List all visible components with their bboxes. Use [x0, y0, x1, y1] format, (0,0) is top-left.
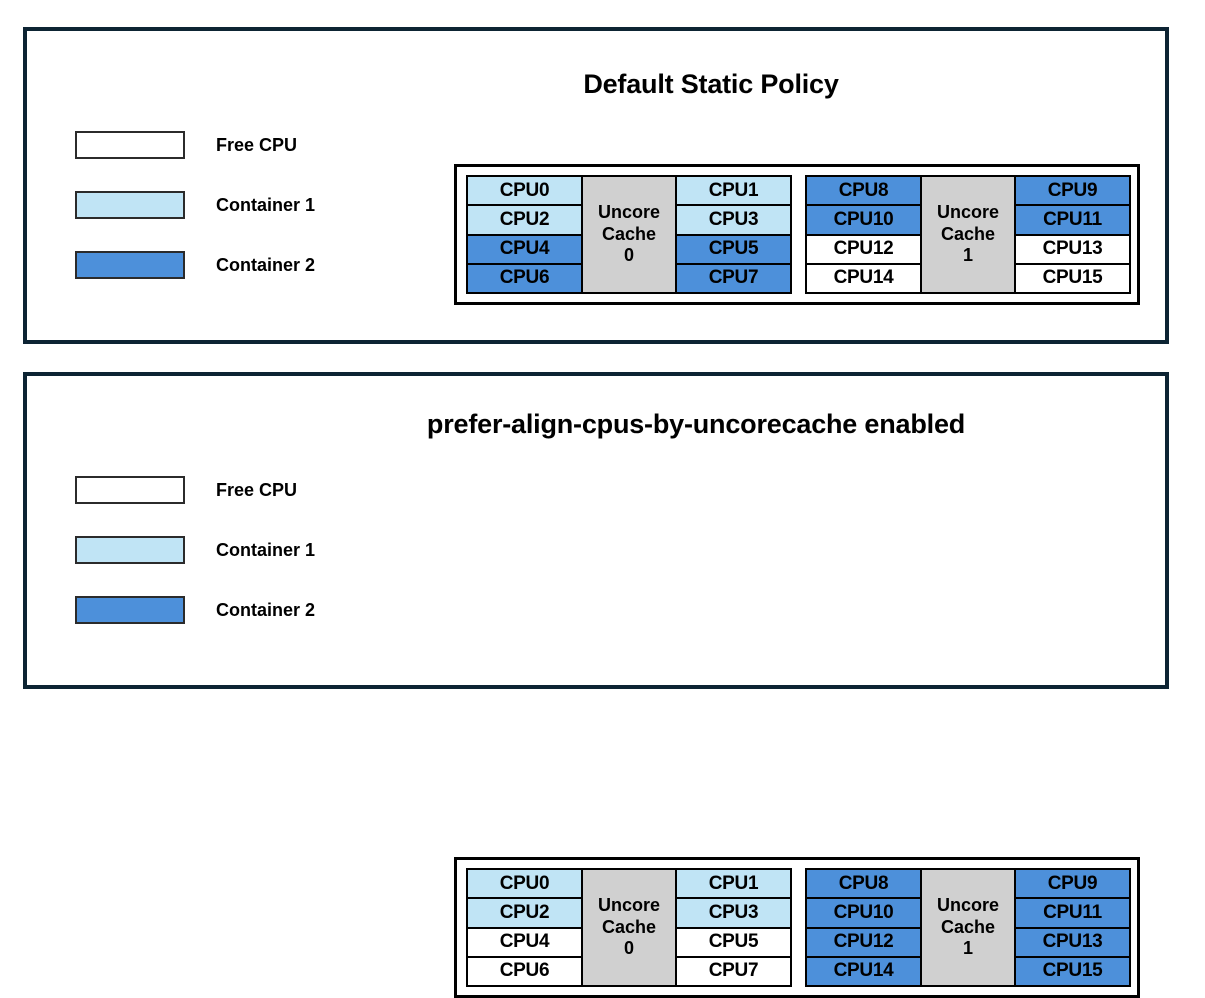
cpu-cell: CPU7 — [677, 264, 790, 292]
legend-item-container-2: Container 2 — [75, 251, 315, 279]
cpu-cell: CPU3 — [677, 206, 790, 236]
cpu-cell: CPU0 — [468, 870, 581, 900]
cpu-cell: CPU1 — [677, 177, 790, 207]
page-title-top: Default Static Policy — [583, 69, 839, 99]
uncore-cache-label-line1: Uncore — [936, 201, 999, 222]
cpu-cell: CPU8 — [807, 870, 920, 900]
uncore-cache-block-0: Uncore Cache 0 — [581, 870, 677, 985]
uncore-cache-label-line1: Uncore — [936, 894, 999, 915]
cpu-cell: CPU7 — [677, 957, 790, 985]
cpu-cell: CPU12 — [807, 235, 920, 265]
uncore-cache-label-line2: Cache — [940, 223, 996, 244]
uncore-cache-label-index: 0 — [623, 245, 634, 266]
legend-item-free-cpu: Free CPU — [75, 131, 315, 159]
cpu-cell: CPU15 — [1016, 957, 1129, 985]
legend-item-free-cpu: Free CPU — [75, 476, 315, 504]
legend-swatch-free-cpu — [75, 476, 185, 504]
cpu-cell: CPU11 — [1016, 899, 1129, 929]
uncore-cache-label-line2: Cache — [601, 223, 657, 244]
cpu-cell: CPU9 — [1016, 870, 1129, 900]
cpu-column-left-0: CPU0 CPU2 CPU4 CPU6 — [468, 870, 581, 985]
uncore-cache-label-index: 1 — [962, 938, 973, 959]
legend-swatch-free-cpu — [75, 131, 185, 159]
cpu-cell: CPU9 — [1016, 177, 1129, 207]
legend-label-container-1: Container 1 — [216, 194, 316, 215]
cpu-cell: CPU5 — [677, 928, 790, 958]
cpu-cell: CPU6 — [468, 264, 581, 292]
uncore-cache-group-0: CPU0 CPU2 CPU4 CPU6 Uncore Cache 0 CPU1 … — [466, 868, 792, 987]
legend-bottom: Free CPU Container 1 Container 2 — [75, 476, 315, 656]
uncore-cache-block-1: Uncore Cache 1 — [920, 177, 1016, 292]
uncore-cache-label-line1: Uncore — [597, 201, 660, 222]
cpu-cell: CPU4 — [468, 235, 581, 265]
legend-item-container-1: Container 1 — [75, 191, 315, 219]
legend-swatch-container-2 — [75, 251, 185, 279]
cpu-column-right-1: CPU9 CPU11 CPU13 CPU15 — [1016, 870, 1129, 985]
uncore-cache-label-line2: Cache — [940, 916, 996, 937]
cpu-column-left-0: CPU0 CPU2 CPU4 CPU6 — [468, 177, 581, 292]
cpu-cell: CPU15 — [1016, 264, 1129, 292]
uncore-cache-group-1: CPU8 CPU10 CPU12 CPU14 Uncore Cache 1 CP… — [805, 175, 1131, 294]
legend-item-container-2: Container 2 — [75, 596, 315, 624]
panel-prefer-align-cpus-by-uncorecache: prefer-align-cpus-by-uncorecache enabled… — [23, 372, 1169, 998]
cpu-cell: CPU2 — [468, 206, 581, 236]
cpu-cell: CPU8 — [807, 177, 920, 207]
cpu-topology-diagram-top: CPU0 CPU2 CPU4 CPU6 Uncore Cache 0 CPU1 … — [454, 164, 1140, 305]
cpu-column-right-0: CPU1 CPU3 CPU5 CPU7 — [677, 177, 790, 292]
cpu-cell: CPU6 — [468, 957, 581, 985]
cpu-topology-diagram-bottom: CPU0 CPU2 CPU4 CPU6 Uncore Cache 0 CPU1 … — [454, 857, 1140, 998]
cpu-column-right-1: CPU9 CPU11 CPU13 CPU15 — [1016, 177, 1129, 292]
cpu-cell: CPU13 — [1016, 235, 1129, 265]
cpu-cell: CPU13 — [1016, 928, 1129, 958]
cpu-cell: CPU1 — [677, 870, 790, 900]
legend-label-free-cpu: Free CPU — [216, 134, 298, 155]
cpu-cell: CPU10 — [807, 899, 920, 929]
cpu-cell: CPU3 — [677, 899, 790, 929]
cpu-cell: CPU4 — [468, 928, 581, 958]
uncore-cache-block-0: Uncore Cache 0 — [581, 177, 677, 292]
cpu-cell: CPU5 — [677, 235, 790, 265]
legend-swatch-container-2 — [75, 596, 185, 624]
cpu-cell: CPU11 — [1016, 206, 1129, 236]
uncore-cache-label-line2: Cache — [601, 916, 657, 937]
legend-swatch-container-1 — [75, 191, 185, 219]
uncore-cache-label-index: 0 — [623, 938, 634, 959]
legend-top: Free CPU Container 1 Container 2 — [75, 131, 315, 311]
legend-label-container-1: Container 1 — [216, 539, 316, 560]
legend-label-container-2: Container 2 — [216, 254, 316, 275]
cpu-column-left-1: CPU8 CPU10 CPU12 CPU14 — [807, 870, 920, 985]
legend-label-free-cpu: Free CPU — [216, 479, 298, 500]
page-title-bottom: prefer-align-cpus-by-uncorecache enabled — [426, 409, 966, 439]
legend-item-container-1: Container 1 — [75, 536, 315, 564]
cpu-cell: CPU0 — [468, 177, 581, 207]
legend-swatch-container-1 — [75, 536, 185, 564]
legend-label-container-2: Container 2 — [216, 599, 316, 620]
cpu-column-right-0: CPU1 CPU3 CPU5 CPU7 — [677, 870, 790, 985]
cpu-cell: CPU14 — [807, 957, 920, 985]
uncore-cache-group-1: CPU8 CPU10 CPU12 CPU14 Uncore Cache 1 CP… — [805, 868, 1131, 987]
cpu-column-left-1: CPU8 CPU10 CPU12 CPU14 — [807, 177, 920, 292]
uncore-cache-label-index: 1 — [962, 245, 973, 266]
panel-default-static-policy: Default Static Policy Free CPU Container… — [23, 27, 1169, 344]
cpu-cell: CPU2 — [468, 899, 581, 929]
cpu-cell: CPU12 — [807, 928, 920, 958]
uncore-cache-label-line1: Uncore — [597, 894, 660, 915]
uncore-cache-block-1: Uncore Cache 1 — [920, 870, 1016, 985]
cpu-cell: CPU14 — [807, 264, 920, 292]
cpu-cell: CPU10 — [807, 206, 920, 236]
uncore-cache-group-0: CPU0 CPU2 CPU4 CPU6 Uncore Cache 0 CPU1 … — [466, 175, 792, 294]
